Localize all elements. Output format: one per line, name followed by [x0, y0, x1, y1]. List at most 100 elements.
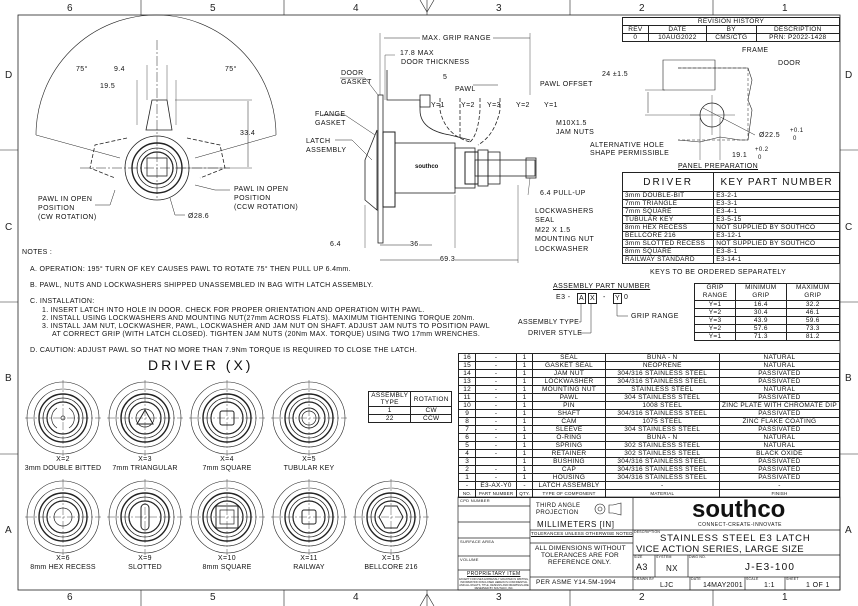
description-value: PRN: P2022-1428	[755, 33, 841, 42]
driver-hexagon-icon	[353, 479, 429, 555]
driver-name: 7mm TRIANGULAR	[112, 465, 178, 472]
lockwasher-label: LOCKWASHER	[535, 246, 589, 253]
material: 304/316 STAINLESS STEEL	[604, 409, 720, 418]
pawl-offset-label: PAWL OFFSET	[540, 81, 593, 88]
maximum-grip: 81.2	[785, 332, 841, 341]
grip-range-label: GRIP RANGE	[631, 313, 679, 320]
quantity: 1	[515, 385, 534, 394]
cpd-number-label: CPD NUMBER	[460, 498, 490, 503]
material: 302 STAINLESS STEEL	[604, 449, 720, 458]
part-number: -	[475, 393, 517, 402]
driver-code: X=10	[217, 555, 237, 562]
component-type: SLEEVE	[532, 425, 606, 434]
part-number: -	[475, 369, 517, 378]
finish: PASSIVATED	[718, 457, 841, 466]
note-a: A. OPERATION: 195° TURN OF KEY CAUSES PA…	[30, 266, 351, 273]
driver-slot-icon	[107, 479, 183, 555]
material-header: MATERIAL	[604, 489, 720, 498]
quantity: 1	[515, 465, 534, 474]
door-gasket-label-2: GASKET	[341, 79, 372, 86]
assembly-pn-driver-box: X	[588, 293, 598, 304]
part-number: -	[475, 409, 517, 418]
tagline: CONNECT-CREATE-INNOVATE	[698, 522, 783, 528]
revision-history-table: REVISION HISTORY REV DATE BY DESCRIPTION…	[622, 17, 841, 42]
top-view-drawing	[35, 14, 277, 216]
item-no: 12	[457, 385, 477, 394]
component-type: LATCH ASSEMBLY	[532, 481, 606, 490]
material: 304/316 STAINLESS STEEL	[604, 369, 720, 378]
key-part-number: E3-14-1	[713, 255, 840, 264]
driver-tubular-icon	[271, 380, 347, 456]
part-number: -	[475, 401, 517, 410]
width-tol-upper: +0.2	[755, 147, 769, 153]
dim-69-3: 69.3	[440, 256, 456, 263]
lockwashers-label: LOCKWASHERS	[535, 208, 594, 215]
surface-area-label: SURFACE AREA	[460, 539, 495, 544]
item-no: -	[457, 481, 477, 490]
component-type: LOCKWASHER	[532, 377, 606, 386]
material: 304/316 STAINLESS STEEL	[604, 457, 720, 466]
alt-hole-label-2: SHAPE PERMISSIBLE	[590, 150, 670, 157]
system-value: NX	[666, 564, 678, 573]
zone-col-2-top: 2	[639, 3, 645, 14]
zone-col-4-top: 4	[353, 3, 359, 14]
drivers-title: DRIVER (X)	[148, 357, 254, 373]
item-no: 3	[457, 457, 477, 466]
door-thickness-label-2: DOOR THICKNESS	[401, 59, 470, 66]
dia-tol-lower: 0	[793, 136, 797, 142]
zone-col-5-top: 5	[210, 3, 216, 14]
alt-hole-label-1: ALTERNATIVE HOLE	[590, 142, 665, 149]
quantity: -	[515, 481, 534, 490]
max-grip-range-label: MAX. GRIP RANGE	[420, 35, 493, 42]
note-b: B. PAWL, NUTS AND LOCKWASHERS SHIPPED UN…	[30, 282, 374, 289]
finish: NATURAL	[718, 441, 841, 450]
finish: NATURAL	[718, 385, 841, 394]
dim-5: 5	[443, 74, 448, 81]
zone-col-2-bottom: 2	[639, 592, 645, 603]
date-field-label: DATE	[691, 577, 701, 581]
quantity: 1	[515, 353, 534, 362]
item-no: 4	[457, 449, 477, 458]
min-grip-header-2: GRIP	[752, 292, 770, 299]
max-grip-header-1: MAXIMUM	[796, 284, 830, 291]
tol-text-2: TOLERANCES ARE FOR	[541, 552, 619, 559]
item-no: 14	[457, 369, 477, 378]
component-type-header: TYPE OF COMPONENT	[532, 489, 606, 498]
driver-name: 8mm HEX RECESS	[30, 564, 96, 571]
quantity: 1	[515, 417, 534, 426]
finish: PASSIVATED	[718, 465, 841, 474]
driver-code: X=11	[300, 555, 318, 562]
dim-33-4: 33.4	[240, 130, 256, 137]
component-type: MOUNTING NUT	[532, 385, 606, 394]
dwg-no-field-label: DWG NO.	[689, 555, 707, 559]
door-label: DOOR	[778, 60, 801, 67]
finish: PASSIVATED	[718, 425, 841, 434]
scale-field-label: SCALE	[746, 577, 759, 581]
dim-19-1: 19.1	[732, 152, 748, 159]
finish: PASSIVATED	[718, 473, 841, 482]
component-type: PIN	[532, 401, 606, 410]
material: 304 STAINLESS STEEL	[604, 393, 720, 402]
pawl-label: PAWL	[455, 86, 476, 93]
dim-24: 24 ±1.5	[602, 71, 629, 78]
item-no: 9	[457, 409, 477, 418]
size-field-label: SIZE	[634, 555, 643, 559]
component-type: O-RING	[532, 433, 606, 442]
material: 304/316 STAINLESS STEEL	[604, 473, 720, 482]
material: BUNA - N	[604, 353, 720, 362]
grip-range-header-2: RANGE	[702, 292, 728, 299]
system-field-label: SYSTEM	[656, 555, 672, 559]
keys-footnote: KEYS TO BE ORDERED SEPARATELY	[650, 269, 787, 276]
dim-36: 36	[410, 241, 419, 248]
quantity: 1	[515, 393, 534, 402]
